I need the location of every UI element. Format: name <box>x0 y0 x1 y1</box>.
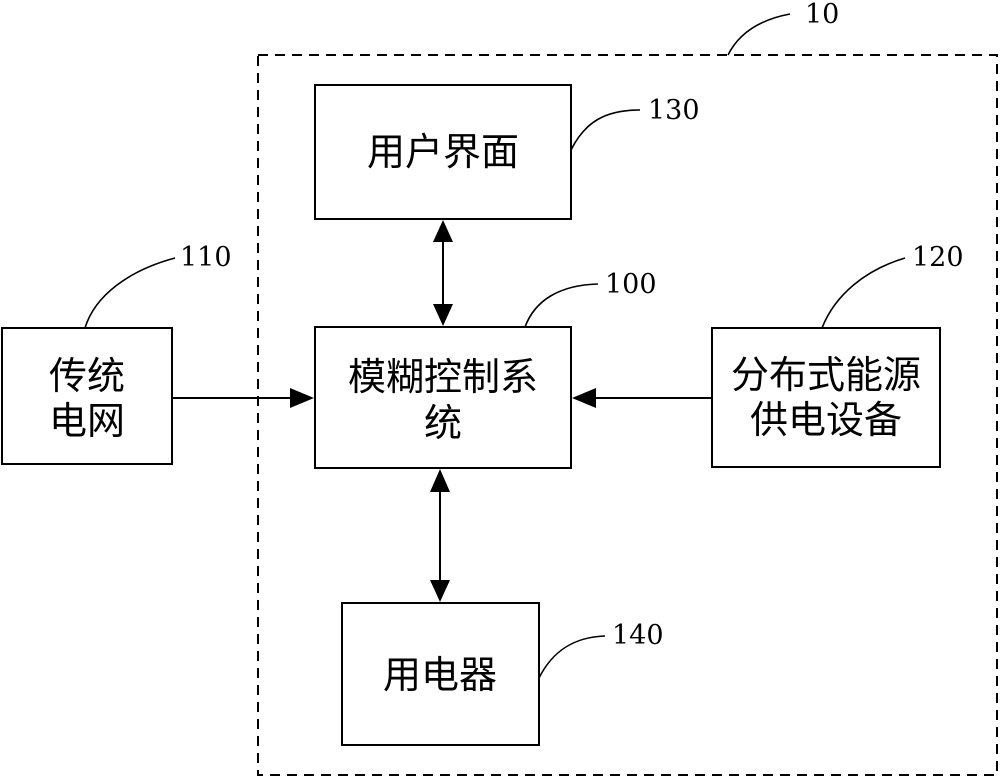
fuzzy-control-ref-leader <box>524 283 599 328</box>
appliance-label: 用电器 <box>383 653 497 697</box>
grid-label-line2: 电网 <box>49 399 125 443</box>
fuzzy-control-ref: 100 <box>605 269 657 300</box>
fuzzy-control-label-line2: 统 <box>424 401 462 445</box>
appliance-ref: 140 <box>612 620 664 651</box>
fuzzy-control-label-line1: 模糊控制系 <box>348 355 538 399</box>
distributed-energy-label-line1: 分布式能源 <box>731 353 921 397</box>
distributed-energy-ref: 120 <box>912 242 964 273</box>
grid-ref: 110 <box>180 242 232 273</box>
user-interface-box <box>314 84 572 220</box>
system-ref-label: 10 <box>805 0 839 30</box>
user-interface-ref: 130 <box>648 95 700 126</box>
system-boundary <box>257 54 998 776</box>
distributed-to-control-arrow <box>572 388 712 408</box>
appliance-ref-leader <box>538 635 606 679</box>
fuzzy-control-box <box>314 326 572 469</box>
system-ref-leader <box>727 13 791 56</box>
grid-label-line1: 传统 <box>49 354 125 398</box>
distributed-energy-ref-leader <box>821 257 906 329</box>
grid-box <box>1 327 173 465</box>
appliance-box <box>341 602 540 746</box>
distributed-energy-box <box>711 327 941 468</box>
grid-ref-leader <box>84 257 176 329</box>
grid-to-control-arrow <box>172 388 314 408</box>
user-interface-label: 用户界面 <box>367 130 519 174</box>
user-interface-ref-leader <box>570 109 641 151</box>
distributed-energy-label-line2: 供电设备 <box>750 398 902 442</box>
ui-control-bidirectional-arrow <box>433 220 453 326</box>
control-appliance-bidirectional-arrow <box>430 469 450 602</box>
